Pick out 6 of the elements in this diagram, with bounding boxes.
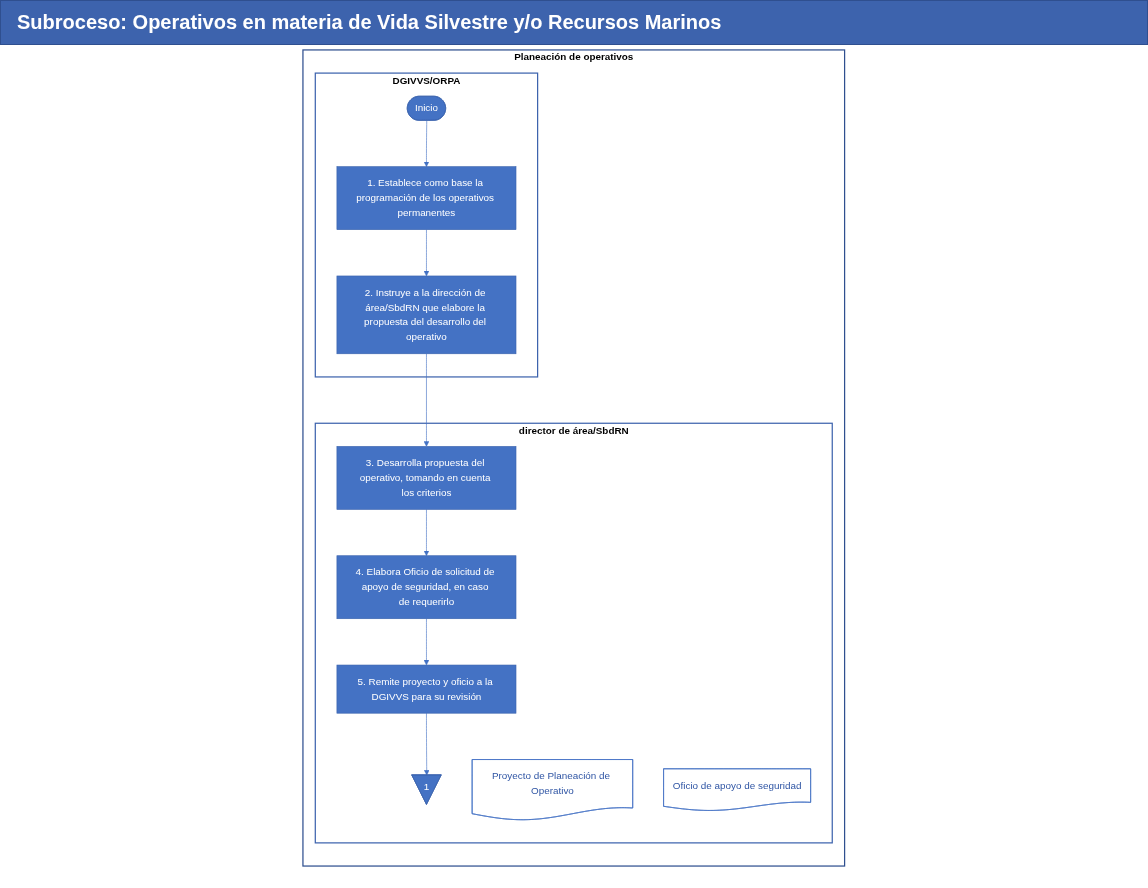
node-box: 3. Desarrolla propuesta del operativo, tomando en cuenta los criterios xyxy=(336,446,517,510)
node-box: 1. Establece como base la programación de los operativos permanentes xyxy=(336,166,517,230)
diagram-title: Subroceso: Operativos en materia de Vida Silvestre y/o Recursos Marinos xyxy=(0,0,1148,45)
node-box: 5. Remite proyecto y oficio a la DGIVVS para su revisión xyxy=(336,664,517,714)
node-box: 4. Elabora Oficio de solicitud de apoyo de seguridad, en caso de requerirlo xyxy=(336,555,517,619)
node-box: 2. Instruye a la dirección de área/SbdRN que elabore la propuesta del desarrollo del operativo xyxy=(336,275,517,355)
